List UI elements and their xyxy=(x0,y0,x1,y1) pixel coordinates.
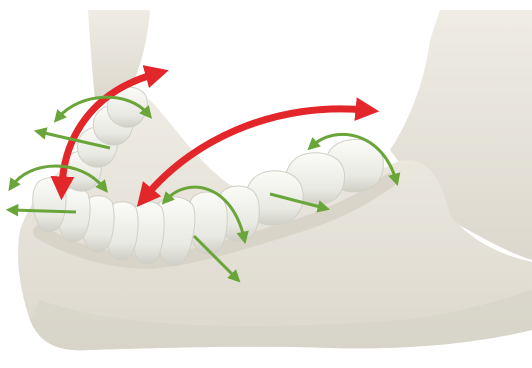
green-arrow-left-incisor-outward xyxy=(12,210,76,212)
